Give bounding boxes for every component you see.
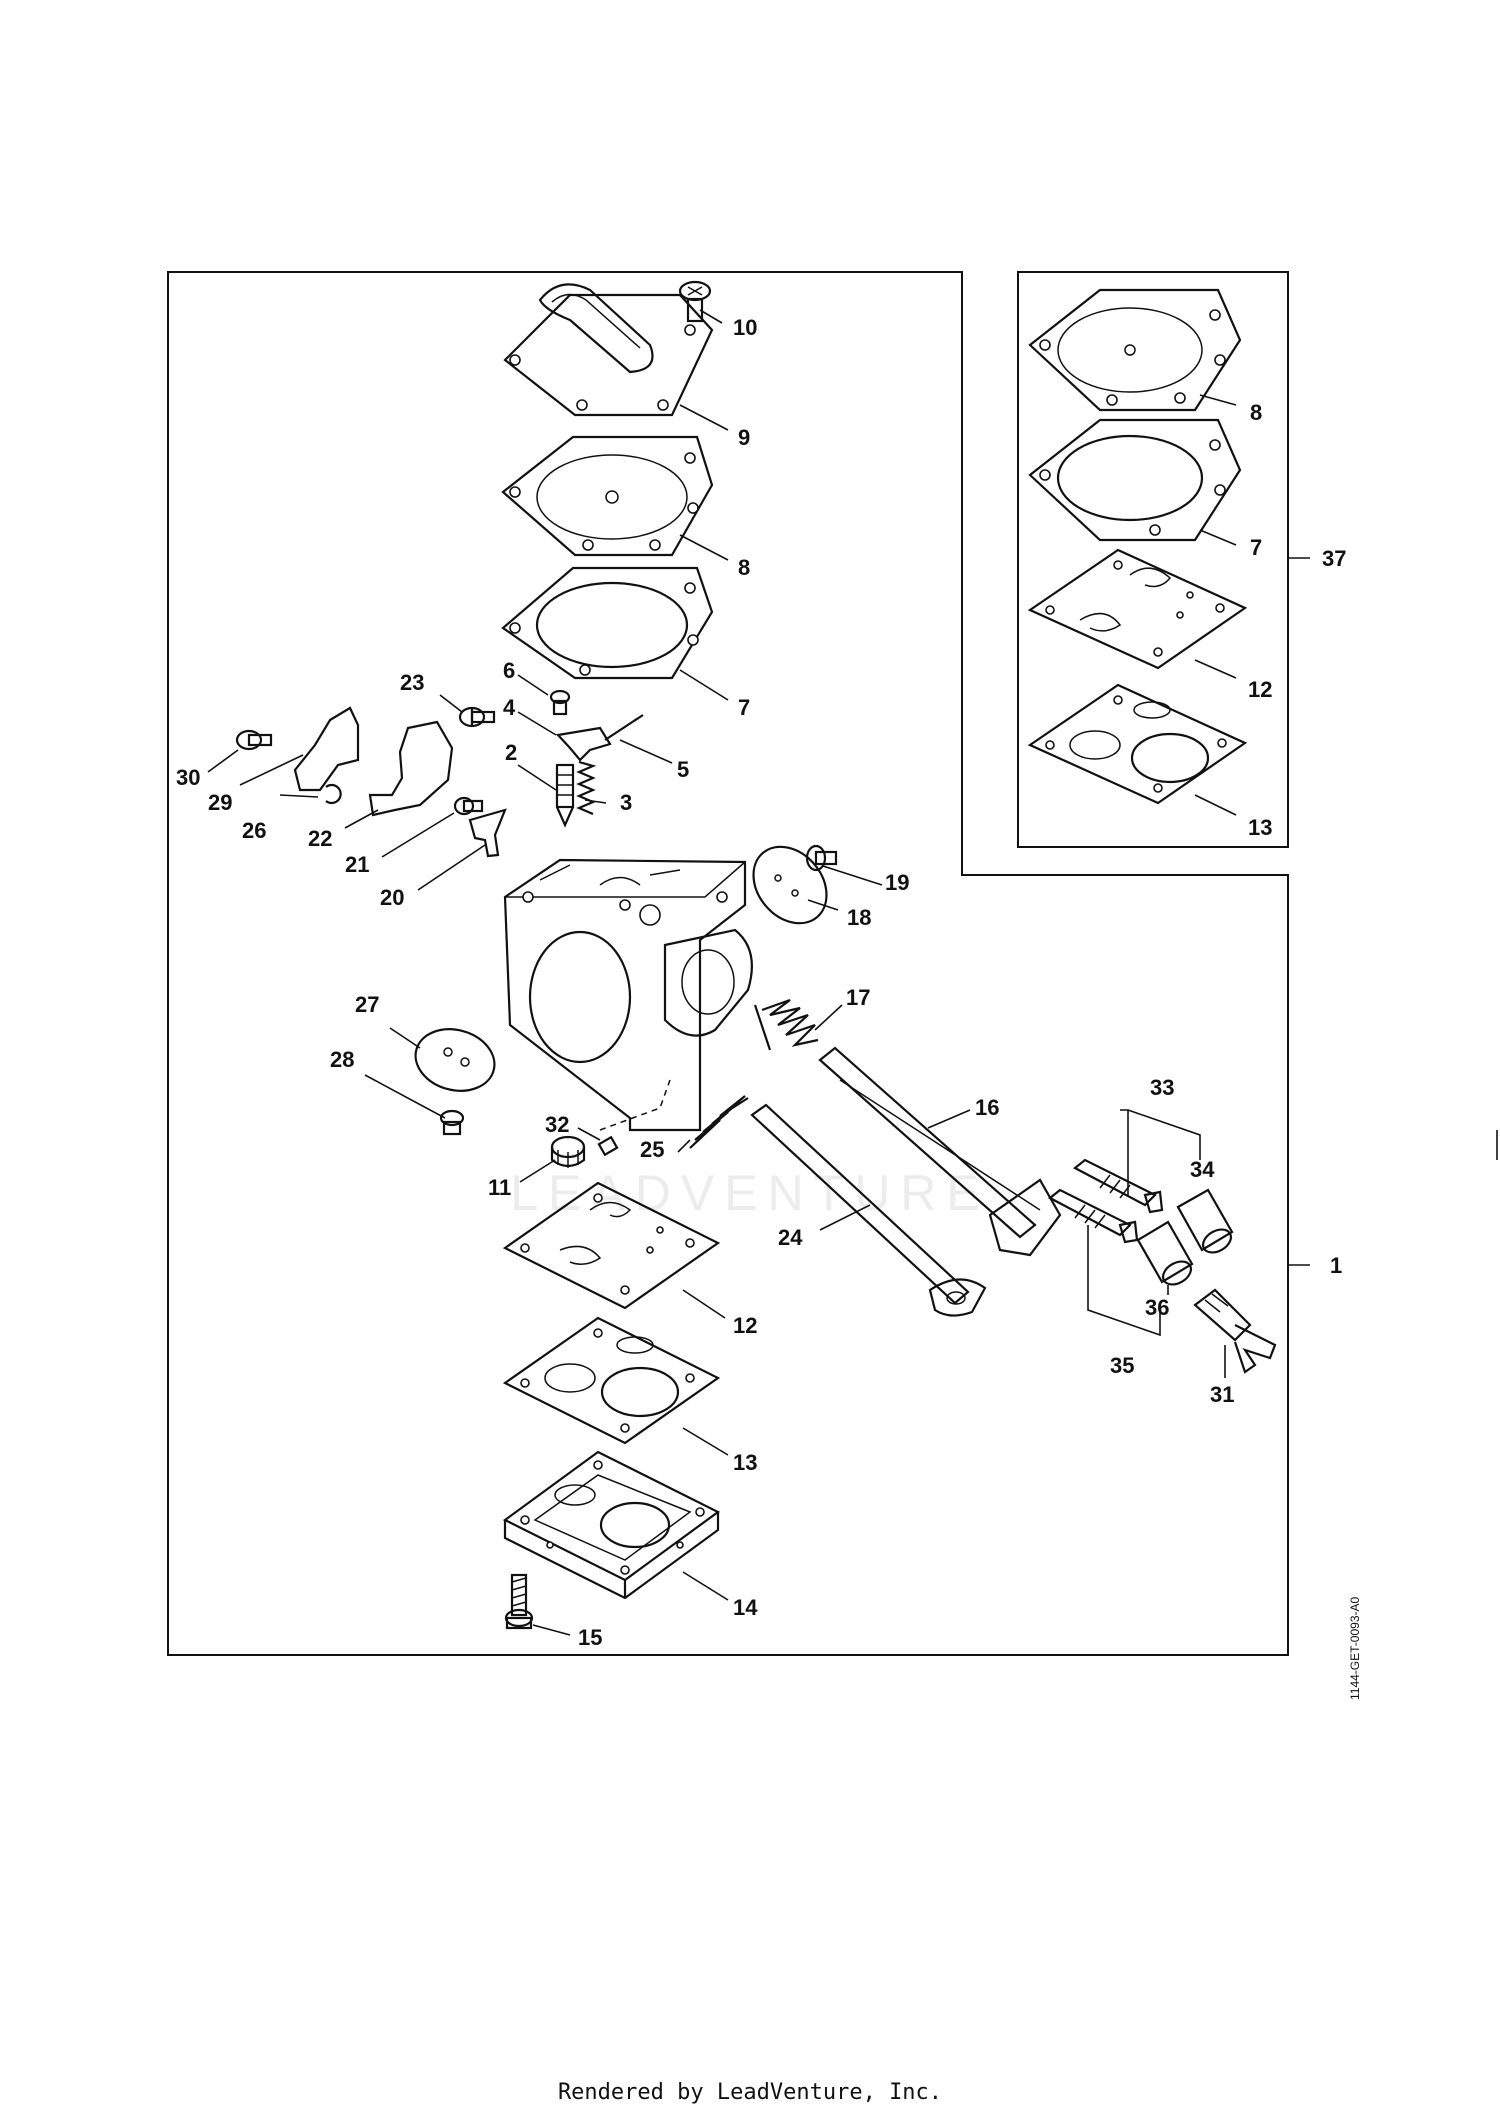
part-8-diaphragm[interactable] [501,435,714,557]
part-27-choke-disc[interactable] [409,1021,502,1100]
label-6: 6 [503,658,515,683]
kit-part-8-diaphragm[interactable] [1028,288,1242,412]
part-19-screw[interactable] [805,844,838,872]
label-9: 9 [738,425,750,450]
kit-label-12: 12 [1248,677,1272,702]
kit-part-7-gasket[interactable] [1028,418,1242,542]
label-8: 8 [738,555,750,580]
label-33: 33 [1150,1075,1174,1100]
part-18-throttle-disc[interactable] [738,832,841,937]
part-12-gasket[interactable] [502,1181,721,1310]
label-11: 11 [488,1175,511,1200]
label-28: 28 [330,1047,354,1072]
footer-credit: Rendered by LeadVenture, Inc. [557,2080,943,2105]
label-12: 12 [733,1313,757,1338]
part-9-cover[interactable] [503,283,714,417]
part-34-limiter-cap[interactable] [1176,1188,1235,1257]
part-21-screw[interactable] [453,796,484,816]
label-25: 25 [640,1137,664,1162]
part-24-choke-shaft[interactable] [750,1103,987,1317]
part-22-lever[interactable] [368,720,454,817]
part-26-clip[interactable] [325,783,342,805]
part-29-lever[interactable] [293,706,360,792]
label-21: 21 [345,852,369,877]
label-15: 15 [578,1625,602,1650]
label-24: 24 [778,1225,803,1250]
label-31: 31 [1210,1382,1234,1407]
part-35-low-speed-jet[interactable] [1048,1188,1139,1244]
label-14: 14 [733,1595,758,1620]
label-16: 16 [975,1095,999,1120]
label-26: 26 [242,818,266,843]
label-2: 2 [505,740,517,765]
part-16-throttle-shaft[interactable] [818,1046,1062,1257]
label-36: 36 [1145,1295,1169,1320]
part-14-pump-cover[interactable] [502,1450,721,1600]
part-31-idle-screw[interactable] [1193,1288,1277,1374]
part-33-high-speed-jet[interactable] [1073,1158,1164,1214]
label-13: 13 [733,1450,757,1475]
label-32: 32 [545,1112,569,1137]
label-30: 30 [176,765,200,790]
label-29: 29 [208,790,232,815]
main-frame [167,271,1289,1656]
kit-part-13-gasket[interactable] [1027,683,1248,805]
part-2-inlet-needle[interactable] [555,763,575,828]
label-20: 20 [380,885,404,910]
label-19: 19 [885,870,909,895]
label-10: 10 [733,315,757,340]
label-22: 22 [308,826,332,851]
kit-label-37: 37 [1322,546,1346,571]
kit-label-7: 7 [1250,535,1262,560]
part-7-gasket[interactable] [501,566,714,680]
part-13-gasket[interactable] [502,1316,721,1445]
part-25-spring[interactable] [689,1095,749,1149]
part-4-lever[interactable] [555,726,612,762]
part-3-spring[interactable] [576,760,597,816]
label-5: 5 [677,757,689,782]
leader-lines [207,309,1310,1636]
part-15-screw[interactable] [504,1573,534,1630]
part-carburetor-body[interactable] [503,858,753,1132]
part-32-plug[interactable] [597,1135,619,1157]
label-17: 17 [846,985,870,1010]
label-34: 34 [1190,1157,1215,1182]
label-1: 1 [1330,1253,1342,1278]
watermark: LEADVENTURE [510,1165,990,1221]
part-23-screw[interactable] [458,706,496,728]
label-18: 18 [847,905,871,930]
kit-label-13: 13 [1248,815,1272,840]
label-4: 4 [503,695,516,720]
part-10-screw[interactable] [678,280,712,323]
part-11-strainer[interactable] [550,1135,586,1168]
label-7: 7 [738,695,750,720]
part-6-screw[interactable] [549,689,571,716]
part-17-spring[interactable] [753,998,819,1051]
part-36-limiter-cap[interactable] [1136,1220,1195,1289]
kit-frame [1017,271,1289,848]
label-35: 35 [1110,1353,1134,1378]
part-20-clip[interactable] [468,808,507,858]
document-id: 1144-GET-0093-A0 [1348,1596,1362,1700]
label-23: 23 [400,670,424,695]
part-30-screw[interactable] [235,729,273,751]
part-28-screw[interactable] [439,1109,465,1136]
kit-label-8: 8 [1250,400,1262,425]
label-27: 27 [355,992,379,1017]
part-5-pin[interactable] [604,714,644,741]
part-labels: 10 9 8 7 6 4 5 2 3 23 22 21 20 26 29 30 … [176,315,1346,1650]
label-3: 3 [620,790,632,815]
kit-part-12-gasket[interactable] [1027,548,1248,670]
